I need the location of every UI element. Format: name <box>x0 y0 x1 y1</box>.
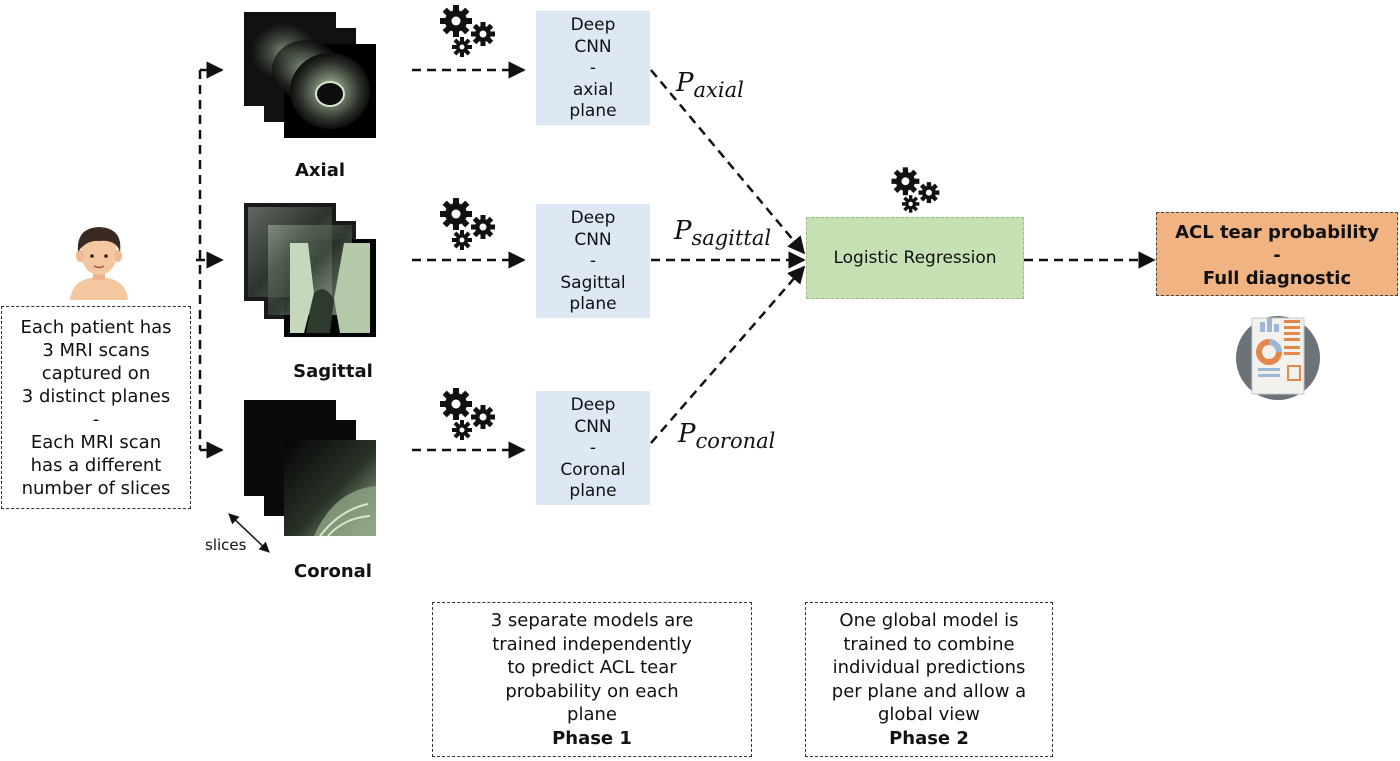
coronal-mri-stack <box>244 400 376 537</box>
cnn-line: Deep <box>570 208 616 228</box>
sagittal-mri-stack <box>244 203 376 337</box>
patient-description-box: Each patient has 3 MRI scans captured on… <box>1 306 191 509</box>
phase2-note: One global model is trained to combine i… <box>805 602 1053 757</box>
prob-subscript: coronal <box>695 429 776 453</box>
cnn-line: CNN <box>574 229 612 250</box>
note-line: One global model is <box>839 610 1019 631</box>
prob-subscript: sagittal <box>691 226 772 250</box>
note-line: trained independently <box>492 633 692 655</box>
cnn-line: axial <box>572 79 614 100</box>
note-line: per plane and allow a <box>831 680 1027 702</box>
prob-base: P <box>678 419 696 449</box>
note-line: trained to combine <box>843 633 1015 655</box>
axial-to-logreg <box>650 69 806 255</box>
prob-axial: Paxial <box>676 68 744 102</box>
patient-line: 3 distinct planes <box>21 386 171 407</box>
cnn-line: plane <box>569 101 617 121</box>
slices-arrow <box>228 513 270 553</box>
cnn-line: Deep <box>570 395 616 415</box>
gears-icon <box>440 388 495 440</box>
slices-label: slices <box>205 536 247 554</box>
coronal-to-logreg <box>650 265 806 444</box>
note-line: to predict ACL tear <box>507 657 677 678</box>
prob-subscript: axial <box>693 78 744 102</box>
note-line: 3 separate models are <box>490 610 694 631</box>
phase1-note: 3 separate models are trained independen… <box>432 602 752 757</box>
cnn-line: CNN <box>574 36 612 57</box>
cnn-box-axial: Deep CNN - axial plane <box>536 11 650 125</box>
patient-line: Each MRI scan <box>30 432 162 453</box>
cnn-line: - <box>589 251 597 271</box>
result-line: Full diagnostic <box>1202 268 1352 289</box>
coronal-label: Coronal <box>294 561 372 582</box>
cnn-line: - <box>589 438 597 458</box>
cnn-line: plane <box>569 294 617 314</box>
logistic-regression-label: Logistic Regression <box>833 248 997 268</box>
note-line: plane <box>567 704 617 725</box>
patient-line: captured on <box>41 363 151 384</box>
gears-icon <box>891 167 940 213</box>
note-line: individual predictions <box>832 657 1026 678</box>
cnn-line: CNN <box>574 416 612 437</box>
patient-line: 3 MRI scans <box>42 340 150 361</box>
phase2-title: Phase 2 <box>889 727 969 749</box>
result-line: - <box>1273 245 1281 266</box>
axial-mri-stack <box>244 12 376 138</box>
patient-line: - <box>92 409 100 430</box>
note-line: global view <box>877 704 981 725</box>
phase1-title: Phase 1 <box>552 727 632 749</box>
prob-base: P <box>674 216 692 246</box>
patient-line: number of slices <box>21 478 171 499</box>
patient-line: Each patient has <box>20 317 172 338</box>
result-box: ACL tear probability - Full diagnostic <box>1156 212 1398 296</box>
result-line: ACL tear probability <box>1175 222 1379 243</box>
cnn-line: Coronal <box>560 459 626 480</box>
patient-avatar-icon <box>70 227 128 300</box>
prob-coronal: Pcoronal <box>678 419 775 453</box>
cnn-box-coronal: Deep CNN - Coronal plane <box>536 391 650 505</box>
prob-base: P <box>676 68 694 98</box>
cnn-line: Deep <box>570 15 616 35</box>
cnn-box-sagittal: Deep CNN - Sagittal plane <box>536 204 650 318</box>
axial-label: Axial <box>294 160 346 181</box>
gears-icon <box>440 198 495 250</box>
patient-line: has a different <box>30 455 162 476</box>
cnn-line: - <box>589 58 597 78</box>
prob-sagittal: Psagittal <box>674 216 771 250</box>
report-document-icon <box>1236 316 1320 400</box>
gears-icon <box>440 5 495 57</box>
sagittal-label: Sagittal <box>293 361 373 382</box>
logistic-regression-box: Logistic Regression <box>806 217 1024 299</box>
note-line: probability on each <box>505 680 679 702</box>
cnn-line: plane <box>569 481 617 501</box>
cnn-line: Sagittal <box>560 272 626 293</box>
